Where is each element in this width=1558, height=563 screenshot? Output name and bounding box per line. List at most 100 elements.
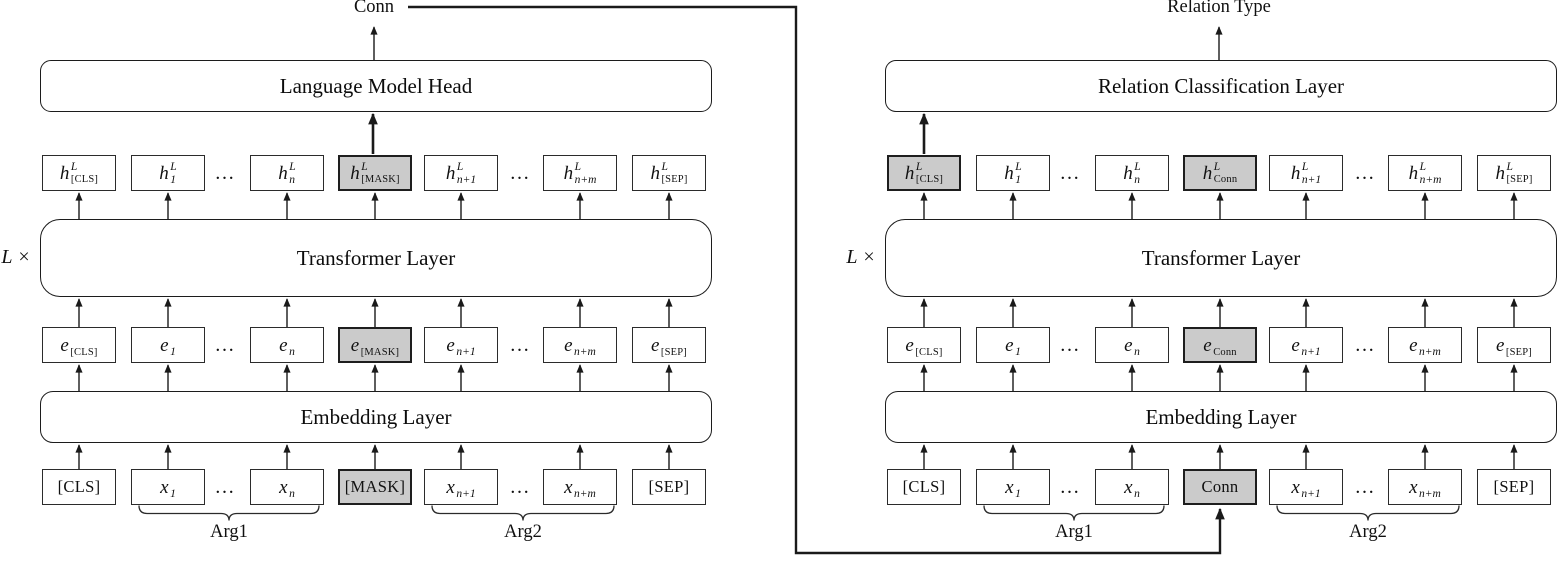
math-scripts: n	[1134, 488, 1140, 501]
math-sub: [SEP]	[661, 174, 688, 186]
math-sup: L	[1134, 160, 1141, 173]
transformer-layer-box: Transformer Layer	[885, 219, 1557, 297]
math-sub: n	[289, 346, 295, 358]
math-sub: [CLS]	[70, 174, 99, 186]
ellipsis: …	[509, 333, 531, 356]
math-base: [SEP]	[648, 476, 690, 496]
math-base: x	[1291, 476, 1300, 498]
math-sup: L	[70, 161, 78, 174]
math-scripts: 1	[1015, 488, 1021, 501]
token-box-mask: [MASK]	[338, 469, 412, 505]
embedding-layer-box: Embedding Layer	[885, 391, 1557, 443]
math-base: [CLS]	[902, 476, 946, 496]
math-sub: n+1	[456, 173, 477, 186]
math-sub: [MASK]	[361, 174, 400, 186]
math-scripts: n+m	[1419, 346, 1441, 359]
arg2-label: Arg2	[1349, 522, 1387, 542]
math-base: [CLS]	[57, 476, 101, 496]
ellipsis: …	[509, 161, 531, 184]
math-scripts: n	[1134, 346, 1140, 359]
math-scripts: [CLS]	[70, 346, 97, 358]
math-scripts: n+m	[574, 346, 596, 359]
token-box-cls: e[CLS]	[887, 327, 961, 363]
ellipsis: …	[214, 475, 236, 498]
token-box-mask: e[MASK]	[338, 327, 412, 363]
transformer-layer-label: Transformer Layer	[296, 245, 456, 270]
math-sub: 1	[170, 346, 176, 358]
token-box-sep: [SEP]	[632, 469, 706, 505]
math-sub: n+m	[1419, 488, 1441, 500]
math-sub: n	[289, 488, 295, 500]
math-scripts: 1	[170, 346, 176, 359]
math-base: h	[1495, 162, 1505, 184]
head-layer-box: Relation Classification Layer	[885, 60, 1557, 112]
math-sub: n+1	[1301, 173, 1322, 186]
transformer-layer-label: Transformer Layer	[1141, 245, 1301, 270]
math-base: x	[1005, 476, 1014, 498]
token-box-sep: e[SEP]	[632, 327, 706, 363]
math-sup: L	[170, 160, 177, 173]
math-sub: 1	[170, 488, 176, 500]
math-sub: [CLS]	[915, 174, 944, 186]
token-box-sep: e[SEP]	[1477, 327, 1551, 363]
math-base: h	[1004, 162, 1014, 184]
math-base: x	[446, 476, 455, 498]
math-scripts: n+m	[1419, 488, 1441, 501]
math-sub: n	[289, 173, 296, 186]
math-base: h	[1123, 162, 1133, 184]
math-sub: Conn	[1213, 346, 1237, 358]
math-sub: n+m	[574, 173, 597, 186]
ellipsis: …	[1354, 333, 1376, 356]
math-scripts: L[CLS]	[916, 162, 943, 186]
math-scripts: n+1	[456, 488, 475, 501]
ellipsis: …	[1354, 475, 1376, 498]
math-sub: [SEP]	[1505, 346, 1533, 358]
math-base: e	[650, 334, 660, 356]
math-sub: [CLS]	[915, 346, 943, 358]
math-sup: L	[289, 160, 296, 173]
math-base: h	[350, 162, 360, 184]
math-sup: L	[1015, 160, 1022, 173]
math-scripts: L[SEP]	[1506, 162, 1532, 186]
math-base: e	[1409, 334, 1418, 356]
math-base: x	[1409, 476, 1418, 498]
math-base: e	[60, 334, 69, 356]
ellipsis: …	[214, 333, 236, 356]
math-sub: n+1	[1301, 346, 1321, 358]
head-layer-box: Language Model Head	[40, 60, 712, 112]
math-sub: n	[1134, 173, 1141, 186]
head-layer-label: Language Model Head	[279, 73, 473, 98]
math-sub: n	[1134, 346, 1140, 358]
math-base: e	[160, 334, 169, 356]
token-box-cls: [CLS]	[42, 469, 116, 505]
math-base: h	[1408, 162, 1419, 184]
math-base: e	[1005, 334, 1014, 356]
math-base: h	[59, 162, 70, 184]
math-base: h	[1290, 162, 1301, 184]
loop-count-label: L ×	[1, 246, 31, 268]
math-scripts: n+1	[456, 346, 475, 359]
math-scripts: [CLS]	[915, 346, 942, 358]
head-layer-label: Relation Classification Layer	[1097, 73, 1345, 98]
ellipsis: …	[1059, 333, 1081, 356]
math-sup: L	[661, 161, 668, 174]
